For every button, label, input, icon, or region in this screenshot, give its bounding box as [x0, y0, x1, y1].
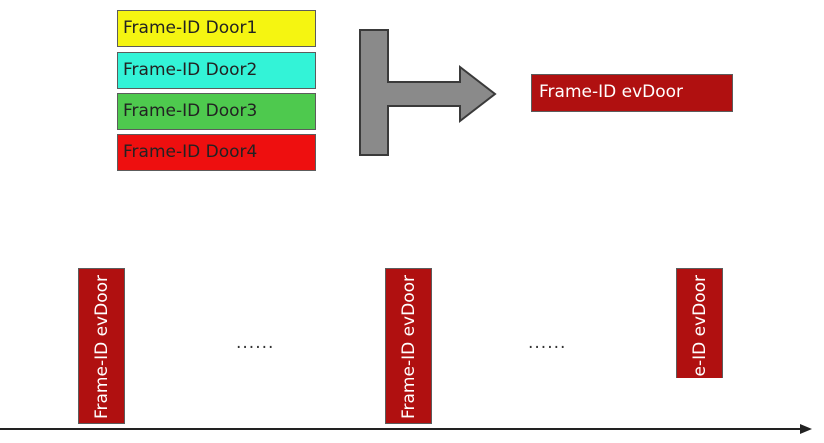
source-frame-door1: Frame-ID Door1 — [117, 10, 316, 47]
timeline-frame-label: Frame-ID evDoor — [689, 275, 710, 378]
source-frame-door4: Frame-ID Door4 — [117, 134, 316, 171]
timeline-frame-partial: Frame-ID evDoor — [676, 268, 723, 378]
ellipsis-marker: ...... — [528, 333, 567, 353]
timeline-frame-label: Frame-ID evDoor — [398, 275, 419, 420]
ellipsis-marker: ...... — [236, 333, 275, 353]
source-frame-door2: Frame-ID Door2 — [117, 52, 316, 89]
time-axis-arrowhead — [800, 424, 812, 434]
timeline-frame: Frame-ID evDoor — [385, 268, 432, 424]
target-frame-evdoor: Frame-ID evDoor — [531, 74, 733, 112]
timeline-frame-label: Frame-ID evDoor — [91, 275, 112, 420]
source-frame-door3: Frame-ID Door3 — [117, 93, 316, 130]
timeline-frame: Frame-ID evDoor — [78, 268, 125, 424]
merge-arrow — [359, 29, 497, 156]
